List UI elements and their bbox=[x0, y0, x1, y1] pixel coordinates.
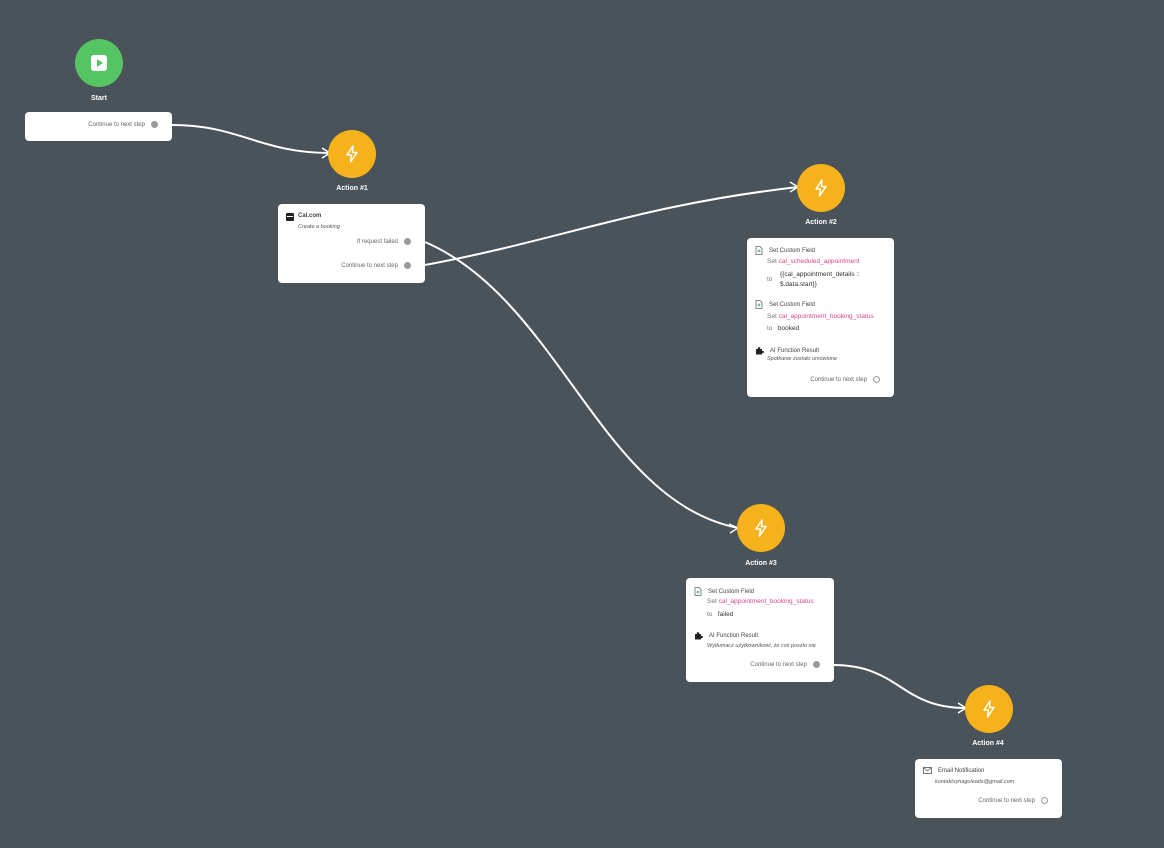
ai-function-step[interactable]: AI Function Result bbox=[755, 346, 819, 355]
action3-next-port[interactable]: Continue to next step bbox=[750, 661, 820, 668]
action4-title: Action #4 bbox=[972, 740, 1004, 747]
to-label: to bbox=[707, 611, 713, 618]
edge-action1-to-action2 bbox=[424, 186, 799, 266]
app-name: Cal.com bbox=[298, 213, 322, 219]
set-label: Set bbox=[707, 598, 717, 605]
port-label: Continue to next step bbox=[978, 797, 1035, 804]
set-row: Set cal_scheduled_appointment bbox=[767, 258, 860, 265]
action1-node[interactable] bbox=[328, 130, 376, 178]
set-field-step[interactable]: Set Custom Field bbox=[694, 587, 754, 596]
lightning-icon bbox=[983, 700, 995, 718]
start-title: Start bbox=[91, 95, 107, 102]
port-label: Continue to next step bbox=[341, 262, 398, 269]
port-dot[interactable] bbox=[1041, 797, 1048, 804]
port-label: Continue to next step bbox=[750, 661, 807, 668]
puzzle-icon bbox=[756, 347, 764, 355]
set-field-step[interactable]: Set Custom Field bbox=[755, 246, 815, 255]
set-label: Set bbox=[767, 258, 777, 265]
set-row: Set cal_appointment_booking_status bbox=[767, 313, 874, 320]
to-label: to bbox=[767, 276, 773, 283]
action4-node[interactable] bbox=[965, 685, 1013, 733]
set-field-step[interactable]: Set Custom Field bbox=[755, 300, 815, 309]
start-next-port[interactable]: Continue to next step bbox=[88, 121, 158, 128]
action2-next-port[interactable]: Continue to next step bbox=[810, 376, 880, 383]
ai-function-step[interactable]: AI Function Result bbox=[694, 631, 758, 640]
port-dot[interactable] bbox=[873, 376, 880, 383]
start-card[interactable]: Continue to next step bbox=[25, 112, 172, 141]
port-dot[interactable] bbox=[813, 661, 820, 668]
port-label: Continue to next step bbox=[810, 376, 867, 383]
document-icon bbox=[694, 587, 702, 596]
envelope-icon bbox=[923, 767, 932, 774]
set-row: Set cal_appointment_booking_status bbox=[707, 598, 814, 605]
field-value-line1: {{cal_appointment_details :: bbox=[780, 271, 860, 278]
action4-card[interactable]: Email Notification kontaktsynagoleads@gm… bbox=[915, 759, 1062, 818]
lightning-icon bbox=[346, 145, 358, 163]
to-row: to failed bbox=[707, 611, 733, 618]
email-address: kontaktsynagoleads@gmail.com bbox=[935, 779, 1015, 785]
action3-card[interactable]: Set Custom Field Set cal_appointment_boo… bbox=[686, 578, 834, 682]
edge-action3-to-action4 bbox=[832, 664, 967, 709]
action1-failed-port[interactable]: If request failed bbox=[357, 238, 411, 245]
play-icon bbox=[91, 55, 107, 71]
set-label: Set bbox=[767, 313, 777, 320]
action1-next-port[interactable]: Continue to next step bbox=[341, 262, 411, 269]
step-heading: Set Custom Field bbox=[708, 588, 755, 595]
ai-result-text: Wytłumacz użytkownikowi, że coś poszło n… bbox=[707, 643, 816, 649]
email-step[interactable]: Email Notification bbox=[923, 767, 984, 774]
step-heading: Set Custom Field bbox=[769, 247, 816, 254]
port-dot[interactable] bbox=[151, 121, 158, 128]
field-value-line2: $.data.start}} bbox=[780, 281, 817, 288]
port-label: If request failed bbox=[356, 238, 398, 245]
action2-card[interactable]: Set Custom Field Set cal_scheduled_appoi… bbox=[747, 238, 894, 397]
edge-start-to-action1 bbox=[171, 124, 331, 154]
field-value: failed bbox=[717, 611, 734, 618]
document-icon bbox=[755, 300, 763, 309]
app-subtitle: Create a booking bbox=[298, 224, 340, 230]
step-heading: AI Function Result bbox=[709, 632, 759, 639]
ai-result-text: Spotkanie zostało umówione bbox=[767, 356, 838, 362]
action2-title: Action #2 bbox=[805, 219, 837, 226]
field-value: booked bbox=[777, 325, 800, 332]
start-node[interactable] bbox=[75, 39, 123, 87]
action3-title: Action #3 bbox=[745, 560, 777, 567]
step-heading: AI Function Result bbox=[770, 347, 820, 354]
to-label: to bbox=[767, 325, 773, 332]
document-icon bbox=[755, 246, 763, 255]
action1-title: Action #1 bbox=[336, 185, 368, 192]
port-dot[interactable] bbox=[404, 238, 411, 245]
puzzle-icon bbox=[695, 632, 703, 640]
edge-action1-to-action3 bbox=[424, 241, 739, 529]
field-name: cal_scheduled_appointment bbox=[778, 258, 860, 265]
step-heading: Set Custom Field bbox=[769, 301, 816, 308]
port-dot[interactable] bbox=[404, 262, 411, 269]
action4-next-port[interactable]: Continue to next step bbox=[978, 797, 1048, 804]
action1-card[interactable]: Cal.com Create a booking If request fail… bbox=[278, 204, 425, 283]
step-heading: Email Notification bbox=[938, 767, 985, 774]
action3-node[interactable] bbox=[737, 504, 785, 552]
to-row: to booked bbox=[767, 325, 799, 332]
field-name: cal_appointment_booking_status bbox=[778, 313, 874, 320]
lightning-icon bbox=[815, 179, 827, 197]
field-name: cal_appointment_booking_status bbox=[718, 598, 814, 605]
lightning-icon bbox=[755, 519, 767, 537]
cal-logo-icon bbox=[286, 213, 294, 221]
action2-node[interactable] bbox=[797, 164, 845, 212]
port-label: Continue to next step bbox=[88, 121, 145, 128]
